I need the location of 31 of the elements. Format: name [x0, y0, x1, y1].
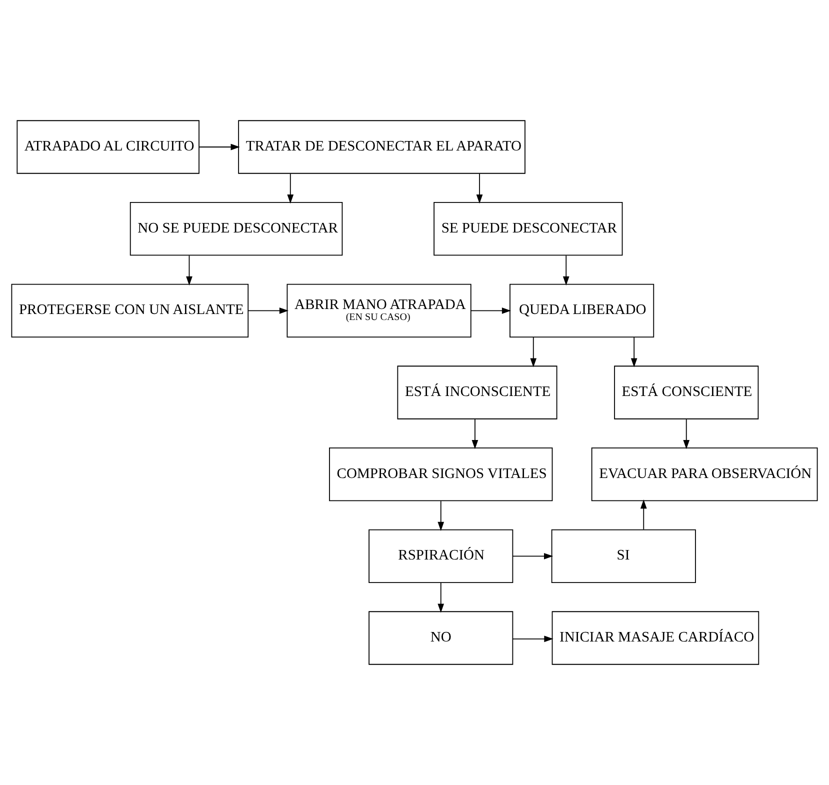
arrow: [472, 418, 478, 450]
node-box: SI: [551, 529, 696, 583]
arrow: [438, 582, 444, 613]
arrow: [438, 500, 444, 531]
arrow: [287, 173, 294, 204]
node-box: ATRAPADO AL CIRCUITO: [16, 120, 200, 174]
arrow: [512, 636, 554, 642]
arrow: [683, 418, 690, 450]
node-box: SE PUEDE DESCONECTAR: [434, 202, 623, 256]
node-box: ABRIR MANO ATRAPADA (EN SU CASO): [286, 284, 472, 338]
node-box: QUEDA LIBERADO: [510, 284, 654, 338]
arrow: [248, 307, 289, 314]
node-box: COMPROBAR SIGNOS VITALES: [329, 448, 553, 502]
node-box: TRATAR DE DESCONECTAR EL APARATO: [238, 120, 526, 174]
arrow: [198, 144, 240, 150]
arrow: [630, 337, 638, 368]
node-box: EVACUAR PARA OBSERVACIÓN: [591, 448, 818, 502]
node-box: RSPIRACIÓN: [368, 529, 514, 583]
arrow: [186, 255, 192, 286]
arrow: [512, 552, 554, 560]
arrow: [476, 173, 483, 204]
node-box: INICIAR MASAJE CARDÍACO: [552, 611, 760, 665]
arrow: [470, 307, 512, 314]
node-box: NO SE PUEDE DESCONECTAR: [130, 202, 343, 256]
node-box: ESTÁ INCONSCIENTE: [397, 366, 558, 420]
node-box: ESTÁ CONSCIENTE: [614, 366, 759, 420]
node-box: NO: [368, 611, 514, 665]
node-box: PROTEGERSE CON UN AISLANTE: [11, 284, 249, 338]
arrow: [562, 255, 570, 286]
arrow: [640, 500, 647, 530]
arrow: [530, 337, 537, 368]
